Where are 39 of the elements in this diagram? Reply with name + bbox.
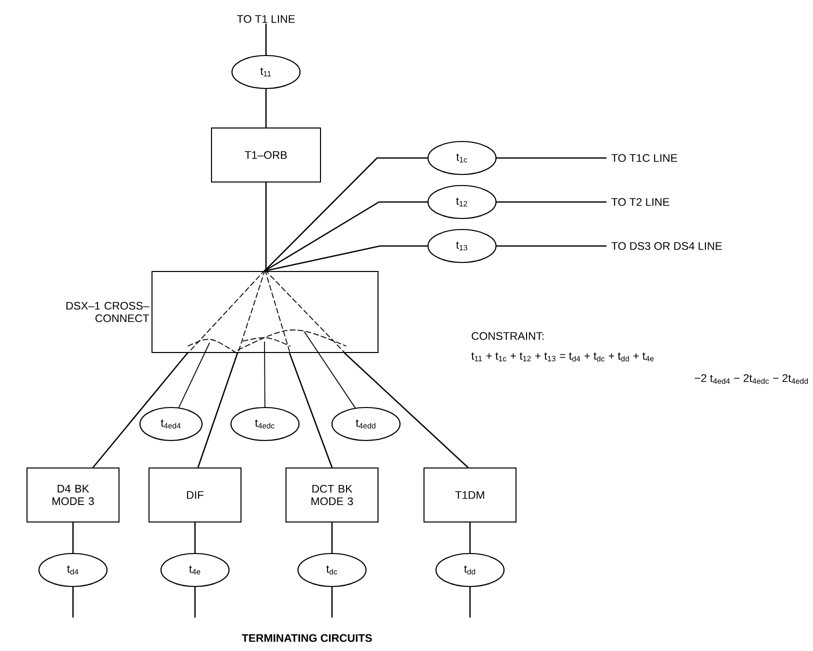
connector-line [344,352,469,468]
connector-line [496,201,607,203]
line-label: TO DS3 OR DS4 LINE [611,242,722,250]
connector-line [264,201,428,272]
terminal-box: DCT BK MODE 3 [286,468,378,522]
connector-line [304,332,356,408]
node-label: DSX–1 CROSS– CONNECT [66,302,150,322]
connector-line [264,245,428,272]
constraint-heading: CONSTRAINT: [472,332,544,340]
line-label: TO T2 LINE [611,198,670,206]
connector-line [469,522,471,554]
connector-line [265,88,267,128]
line-label: TO T1 LINE [237,15,295,23]
connector-line [331,522,333,554]
caption-text: TERMINATING CIRCUITS [242,634,372,642]
terminal-box: D4 BK MODE 3 [26,468,120,522]
connector-line [264,342,266,408]
connector-line [331,586,333,618]
connector-line [265,182,267,272]
constraint-formula: t$_{11}$ + t$_{1c}$ + t$_{12}$ + t$_{13}$ = t$_{d4}$ + t$_{dc}$ + t$_{dd}$ + t$_{4e}$ [471,352,654,362]
connector-line [264,157,428,272]
connector-line [194,522,196,554]
connector-line [265,23,267,56]
terminal-box: T1DM [424,468,516,522]
terminal-box: DIF [148,468,242,522]
connector-line [72,586,74,618]
connector-line [496,245,607,247]
connector-line [178,342,210,408]
cross-connect-box: DSX–1 CROSS– CONNECT [66,271,378,353]
connector-line [496,157,607,159]
connector-line [194,586,196,618]
connector-line [92,352,188,468]
line-label: TO T1C LINE [611,154,678,162]
connector-line [469,586,471,618]
equipment-box: T1–ORB [211,128,321,182]
constraint-formula: −2 t$_{4ed4}$ − 2t$_{4edc}$ − 2t$_{4edd}$ [694,374,808,384]
connector-line [197,352,238,468]
connector-line [288,352,333,468]
connector-line [72,522,74,554]
